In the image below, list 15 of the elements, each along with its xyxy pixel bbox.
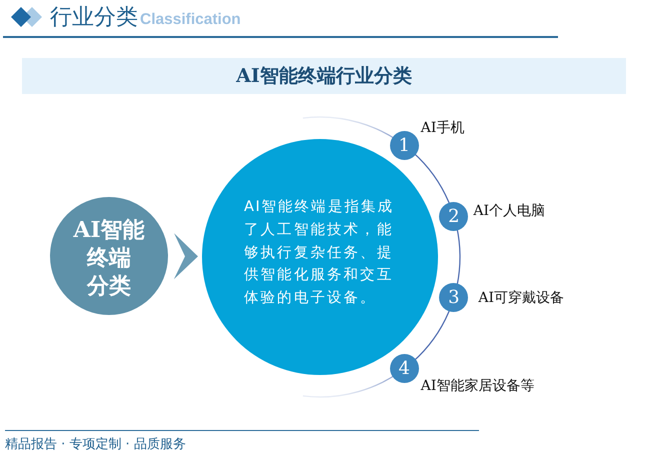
number-circle: 1 — [390, 130, 419, 160]
chevron-arrow — [174, 233, 198, 280]
item-label: AI个人电脑 — [473, 204, 546, 218]
number-circle: 2 — [439, 202, 468, 231]
section-heading: 行业分类 — [50, 4, 138, 32]
number-circle: 3 — [439, 283, 468, 312]
number-circle: 4 — [390, 354, 419, 384]
item-label: AI手机 — [420, 121, 464, 136]
item-label: AI可穿戴设备 — [478, 290, 564, 305]
description-text: AI智能终端是指集成了人工智能技术，能够执行复杂任务、提供智能化服务和交互体验的电子设备。 — [244, 198, 396, 308]
title-band: AI智能终端行业分类 — [22, 58, 626, 94]
category-label: AI智能终端分类 — [72, 216, 146, 300]
footer-slogan: 精品报告 · 专项定制 · 品质服务 — [5, 436, 186, 454]
heading-subtitle: Classification — [140, 10, 241, 30]
item-label: AI智能家居设备等 — [420, 378, 534, 393]
